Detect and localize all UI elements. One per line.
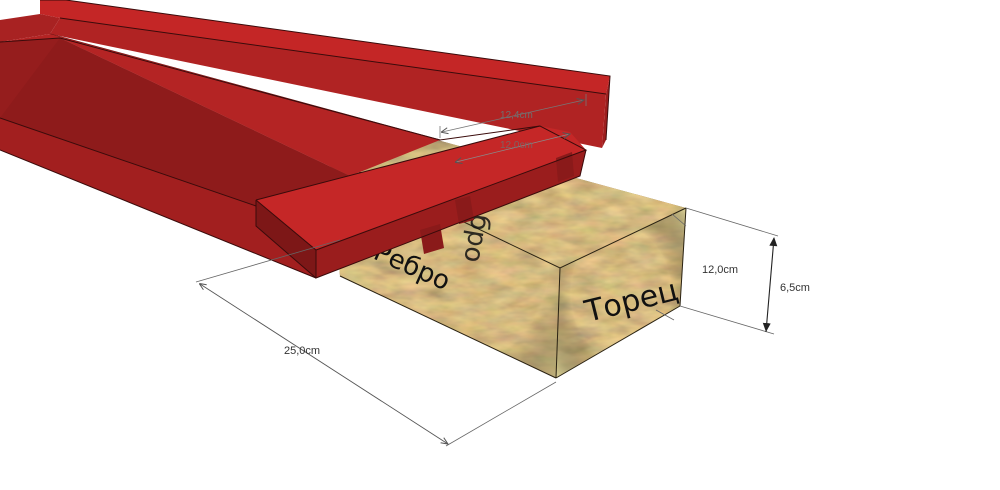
- dimensions: 12,4cm 12,0cm 25,0cm 12,0cm 6,5cm: [195, 94, 810, 447]
- dim-width-label: 12,0cm: [702, 264, 738, 276]
- frame-back-rail: [40, 0, 610, 94]
- dim-inner-width-label: 12,4cm: [500, 110, 533, 121]
- dim-length-label: 25,0cm: [284, 345, 320, 357]
- dim-inner-width-2-label: 12,0cm: [500, 140, 533, 151]
- dim-height-label: 6,5cm: [780, 282, 810, 294]
